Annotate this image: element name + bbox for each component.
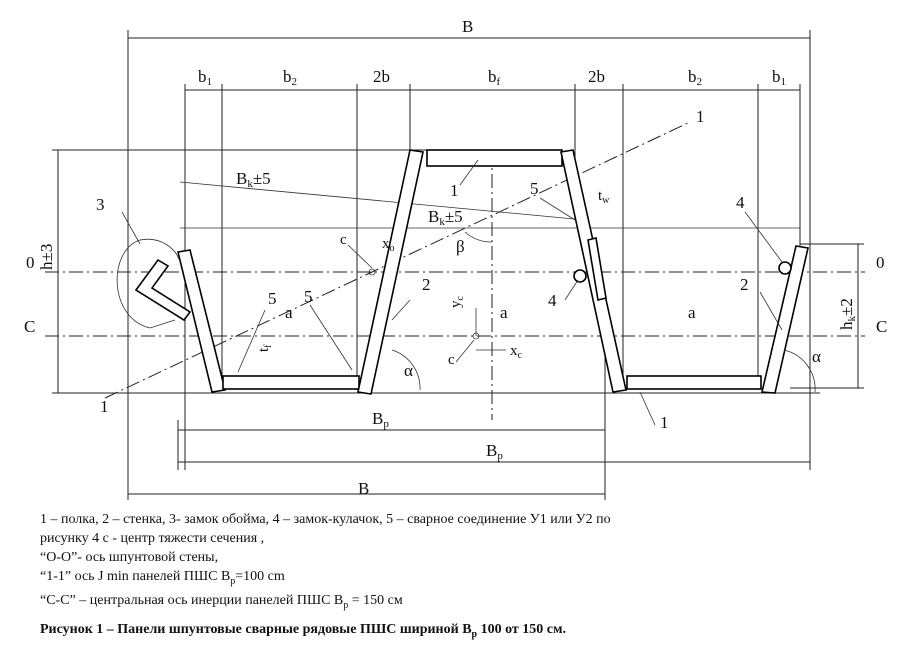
dim-label-tf: tf [256,344,274,352]
legend: 1 – полка, 2 – стенка, 3- замок обойма, … [40,510,860,615]
legend-line-3: “О-О”- ось шпунтовой стены, [40,550,219,565]
dim-label-bk-1: Bk±5 [236,169,271,190]
axis-C-right: C [876,317,887,336]
technical-drawing: B B b1 b2 2b bf 2b b2 b1 Bk±5 Bk±5 Bp Bp… [24,17,887,500]
callout-1-axis-right: 1 [696,107,705,126]
labels: B B b1 b2 2b bf 2b b2 b1 Bk±5 Bk±5 Bp Bp… [24,17,887,498]
label-beta: β [456,237,465,256]
dim-label-b1-right: b1 [772,67,786,88]
lock-cam-right [778,261,792,275]
lock-clamp [116,238,192,329]
lock-cam-center [573,269,587,283]
dim-label-b2-left: b2 [283,67,297,88]
dim-label-bf: bf [488,67,501,88]
dim-label-tw: tw [598,188,610,206]
dim-label-h: h±3 [37,244,56,270]
legend-line-4: “1-1” ось J min панелей ПШС Вр=100 cm [40,569,285,587]
sheet-pile-section [177,149,809,395]
leader-lines [121,159,783,426]
axis-C-left: C [24,317,35,336]
angle-arc-right [783,349,816,393]
dim-label-bp-2: Bp [486,441,503,462]
label-c-lower: c [448,352,455,368]
callout-5-left: 5 [268,289,277,308]
callout-4-right: 4 [736,193,745,212]
label-alpha-left: α [404,361,413,380]
centroid-point [368,268,376,276]
callout-3: 3 [96,195,105,214]
legend-line-1: 1 – полка, 2 – стенка, 3- замок обойма, … [40,512,611,527]
dim-label-b2-right: b2 [688,67,702,88]
dim-label-b1-left: b1 [198,67,212,88]
label-a-left: a [285,303,293,322]
axis-0-left: 0 [26,253,35,272]
dim-label-bk-2: Bk±5 [428,207,463,228]
dim-label-B-bottom: B [358,479,369,498]
wall-plate-center-left [357,149,424,395]
callout-1-axis-left: 1 [100,397,109,416]
angle-arc-left [391,349,421,391]
weld-strip [587,237,607,301]
legend-line-2: рисунку 4 с - центр тяжести сечения , [40,531,265,546]
callout-5-top: 5 [530,179,539,198]
callout-2-center: 2 [422,275,431,294]
dim-label-yc: yc [448,296,466,309]
label-c-upper: c [340,232,347,248]
flange-plate-top [426,149,563,167]
flange-plate-bottom-left [222,375,360,390]
callout-4-center: 4 [548,291,557,310]
dimension-lines [45,30,865,500]
callout-1-bottom: 1 [660,413,669,432]
callout-1-top: 1 [450,181,459,200]
dim-label-2b-left: 2b [373,67,390,86]
wall-plate-right [761,245,809,394]
axis-0-right: 0 [876,253,885,272]
label-a-right: a [688,303,696,322]
dim-label-xo: xo [382,236,395,254]
angle-arc-beta [464,231,493,243]
dim-label-hk: hk±2 [837,298,858,330]
label-alpha-right: α [812,347,821,366]
dim-label-2b-right: 2b [588,67,605,86]
flange-plate-bottom-right [626,375,762,390]
label-a-center: a [500,303,508,322]
figure-caption: Рисунок 1 – Панели шпунтовые сварные ряд… [40,622,567,640]
callout-2-right: 2 [740,275,749,294]
dim-label-B-top: B [462,17,473,36]
dim-label-xc: xc [510,343,523,361]
callout-5-right: 5 [304,287,313,306]
legend-line-5: “С-С” – центральная ось инерции панелей … [40,592,403,611]
wall-plate-left [177,249,226,393]
dim-label-bp-1: Bp [372,409,389,430]
